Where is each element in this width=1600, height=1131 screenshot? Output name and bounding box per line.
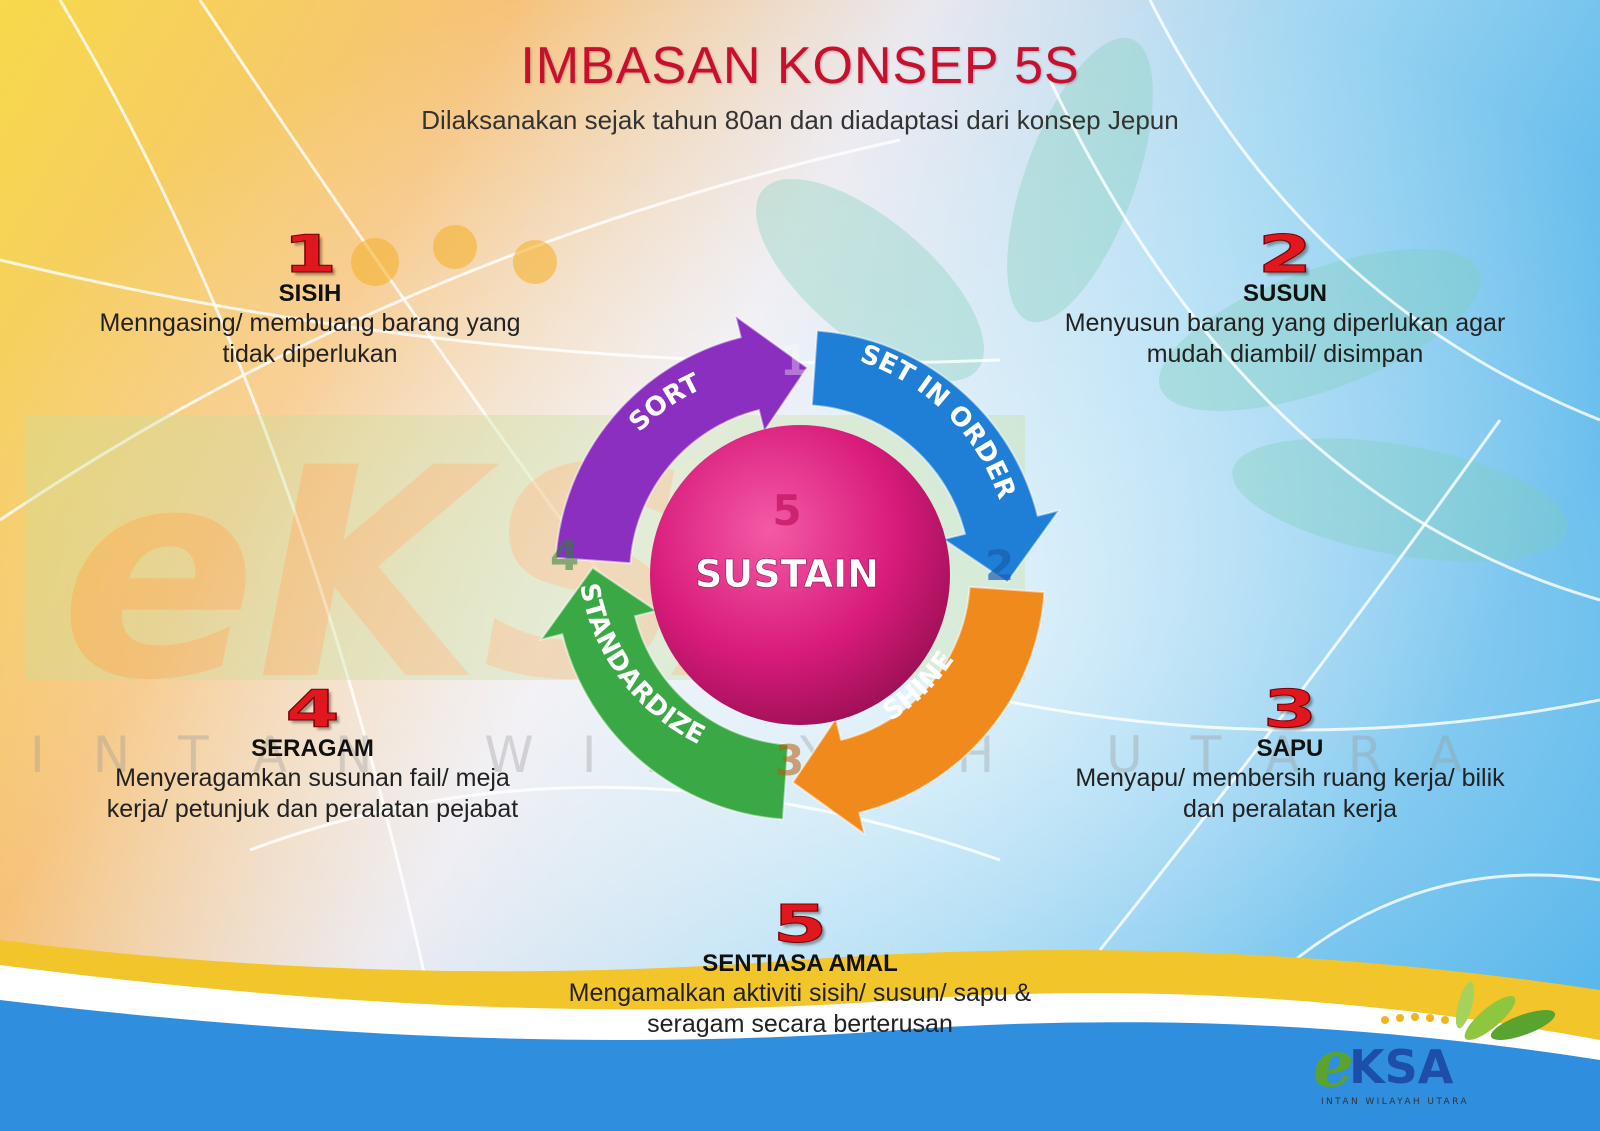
step-2-heading: SUSUN — [1242, 280, 1327, 307]
step-2-block: 2 SUSUN Menyusun barang yang diperlukan … — [1010, 228, 1560, 370]
step-4-desc-line1: Menyeragamkan susunan fail/ meja — [115, 764, 510, 792]
leaf-icon — [1455, 981, 1556, 1040]
step-5-block: 5 SENTIASA AMAL Mengamalkan aktiviti sis… — [510, 898, 1090, 1040]
step-3-block: 3 SAPU Menyapu/ membersih ruang kerja/ b… — [1020, 683, 1560, 825]
step-5-desc-line2: seragam secara berterusan — [647, 1010, 953, 1038]
step-1-desc-line1: Menngasing/ membuang barang yang — [99, 309, 521, 337]
step-4-heading: SERAGAM — [251, 735, 374, 762]
step-3-heading: SAPU — [1256, 735, 1324, 762]
step-2-desc-line1: Menyusun barang yang diperlukan agar — [1064, 309, 1506, 337]
step-1-desc-line2: tidak diperlukan — [222, 340, 398, 368]
segment-number-1: 1 — [780, 336, 809, 385]
sort-arrow — [554, 313, 809, 565]
step-1-block: 1 SISIH Menngasing/ membuang barang yang… — [40, 228, 580, 370]
shine-arrow — [791, 585, 1046, 837]
logo-e: e — [1315, 1027, 1354, 1102]
standardize-arrow — [538, 566, 790, 821]
step-1-heading: SISIH — [278, 280, 342, 307]
page-title: IMBASAN KONSEP 5S — [520, 37, 1080, 95]
logo-text: KSA — [1349, 1040, 1454, 1094]
step-2-desc-line2: mudah diambil/ disimpan — [1146, 340, 1424, 368]
step-1-number: 1 — [282, 225, 338, 285]
sustain-circle — [650, 425, 950, 725]
step-4-number: 4 — [285, 680, 341, 740]
sustain-label: SUSTAIN — [695, 552, 879, 596]
logo-tagline: INTAN WILAYAH UTARA — [1321, 1097, 1469, 1107]
dots-icon — [1381, 1013, 1449, 1024]
segment-number-3: 3 — [775, 736, 804, 785]
step-2-number: 2 — [1257, 225, 1313, 285]
step-3-desc-line1: Menyapu/ membersih ruang kerja/ bilik — [1075, 764, 1505, 792]
segment-number-4: 4 — [550, 531, 579, 580]
eksa-logo: e KSA INTAN WILAYAH UTARA — [1315, 981, 1556, 1107]
step-5-desc-line1: Mengamalkan aktiviti sisih/ susun/ sapu … — [568, 979, 1032, 1007]
step-4-block: 4 SERAGAM Menyeragamkan susunan fail/ me… — [50, 683, 575, 825]
step-5-number: 5 — [772, 895, 828, 955]
5s-cycle-diagram: 5 SUSTAIN SORT SET IN ORDER SHINE STANDA… — [538, 313, 1062, 837]
center-ghost-number: 5 — [772, 486, 801, 535]
step-3-number: 3 — [1262, 680, 1318, 740]
step-5-heading: SENTIASA AMAL — [702, 950, 898, 977]
segment-number-2: 2 — [985, 541, 1014, 590]
step-4-desc-line2: kerja/ petunjuk dan peralatan pejabat — [106, 795, 519, 823]
page-subtitle: Dilaksanakan sejak tahun 80an dan diadap… — [421, 105, 1179, 135]
step-3-desc-line2: dan peralatan kerja — [1182, 795, 1398, 823]
set-in-order-arrow — [810, 329, 1062, 584]
